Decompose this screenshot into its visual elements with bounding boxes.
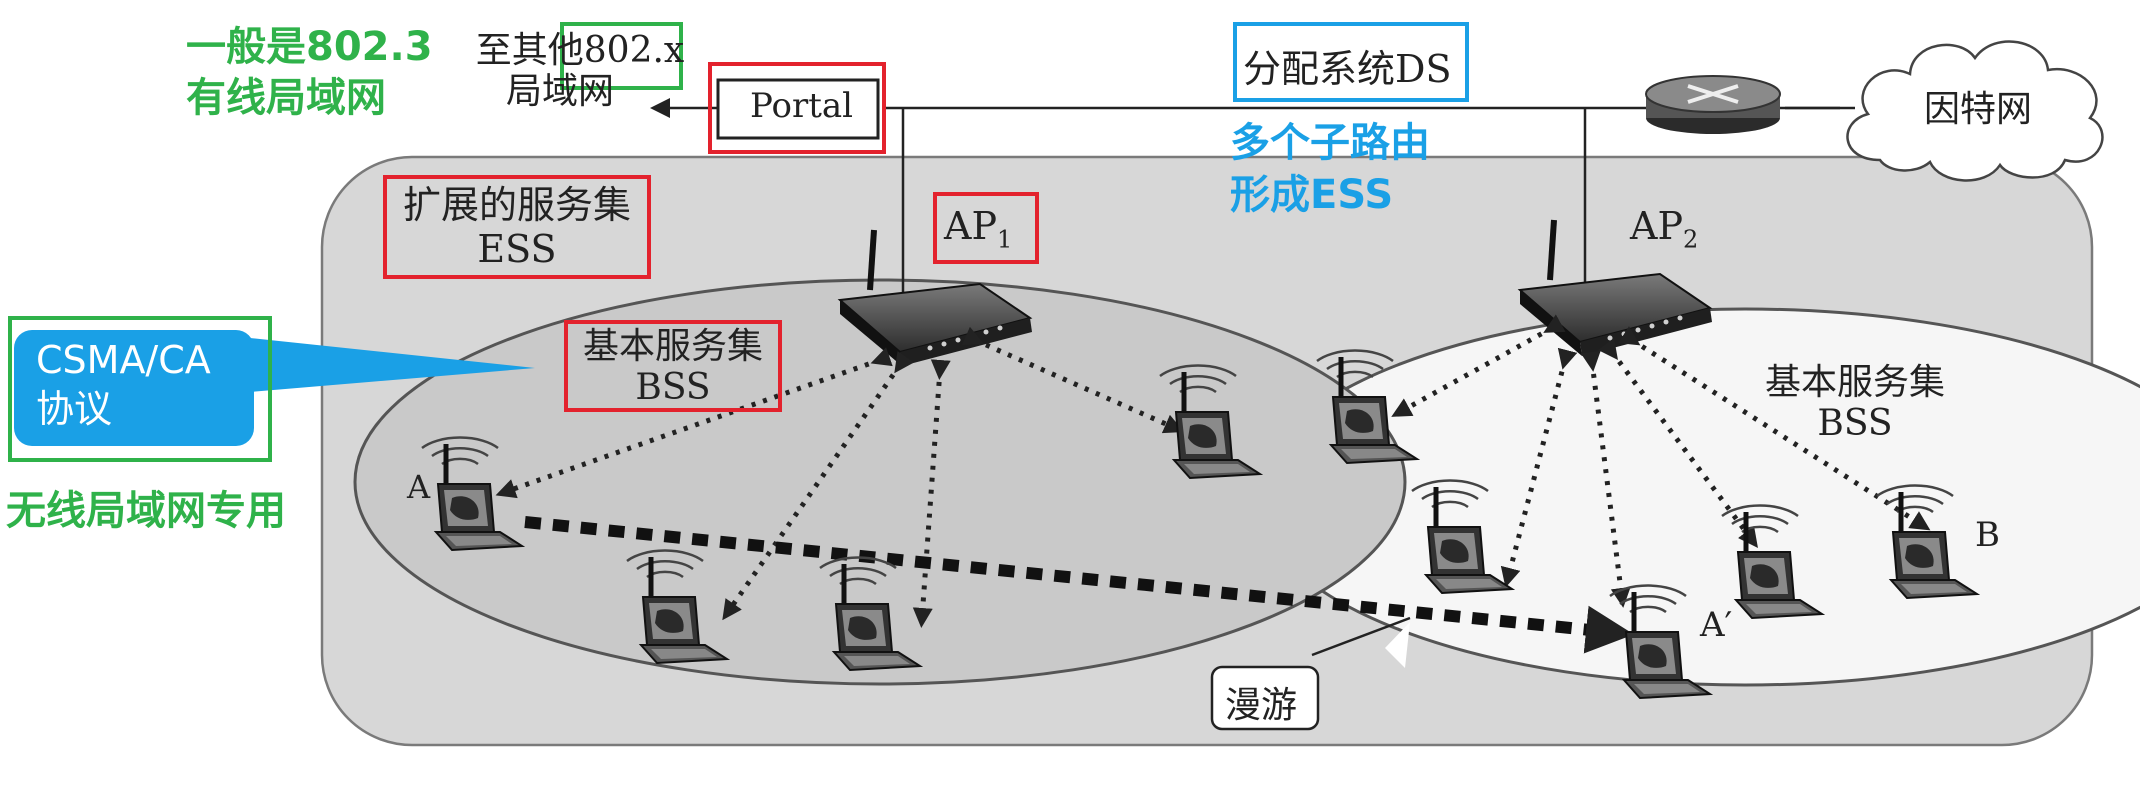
ap2-label-sub: 2 <box>1683 225 1699 254</box>
bss1-label-line1: 基本服务集 <box>582 326 763 367</box>
wireless-only-annotation: 无线局域网专用 <box>6 488 286 534</box>
bss2-label: 基本服务集 BSS <box>1745 362 1965 445</box>
bss2-label-line2: BSS <box>1817 403 1893 445</box>
bss2-label-line1: 基本服务集 <box>1764 362 1945 403</box>
csma-callout-line2: 协议 <box>36 387 113 432</box>
multi-router-annotation-line1: 多个子路由 <box>1230 120 1430 166</box>
roaming-label: 漫游 <box>1225 685 1298 726</box>
portal-label: Portal <box>750 86 854 126</box>
station-a-prime-label: A′ <box>1700 605 1733 645</box>
bss-highlight-box <box>564 320 782 412</box>
bss1-label-line2: BSS <box>635 367 711 409</box>
multi-router-annotation-line2: 形成ESS <box>1230 172 1394 218</box>
ap2-label-main: AP <box>1630 204 1684 248</box>
csma-callout: CSMA/CA 协议 <box>36 336 211 435</box>
to-other-lan-line1: 至其他802.x <box>475 30 685 71</box>
portal-highlight-box <box>708 62 886 154</box>
ess-highlight-box <box>383 175 651 279</box>
802x-highlight-box <box>560 22 683 90</box>
to-other-lan-line2: 局域网 <box>505 71 614 113</box>
internet-router-icon <box>1645 75 1781 134</box>
ess-label-line1: 扩展的服务集 <box>402 183 631 227</box>
multi-router-annotation: 多个子路由 形成ESS <box>1230 117 1430 221</box>
station-a-label: A <box>407 468 431 506</box>
ap1-label: AP1 <box>944 204 1012 254</box>
cloud-icon <box>1846 40 2104 182</box>
ap1-label-main: AP <box>944 204 998 248</box>
ds-label: 分配系统DS <box>1243 47 1452 91</box>
internet-label: 因特网 <box>1924 89 2033 130</box>
ess-label-line2: ESS <box>477 226 557 271</box>
to-other-lan-label: 至其他802.x 局域网 <box>440 30 720 113</box>
csma-highlight-box <box>8 316 272 462</box>
ds-highlight-box <box>1233 22 1469 102</box>
wired-lan-annotation: 一般是802.3 有线局域网 <box>186 22 433 124</box>
bss1-label: 基本服务集 BSS <box>566 326 780 409</box>
wired-lan-annotation-line1: 一般是802.3 <box>186 24 433 70</box>
ap1-highlight-box <box>933 192 1039 264</box>
ap2-label: AP2 <box>1630 204 1698 254</box>
ess-label: 扩展的服务集 ESS <box>385 183 649 271</box>
csma-callout-line1: CSMA/CA <box>36 338 211 382</box>
wired-lan-annotation-line2: 有线局域网 <box>186 75 386 122</box>
ap1-label-sub: 1 <box>997 225 1013 254</box>
station-b-label: B <box>1975 515 2000 555</box>
